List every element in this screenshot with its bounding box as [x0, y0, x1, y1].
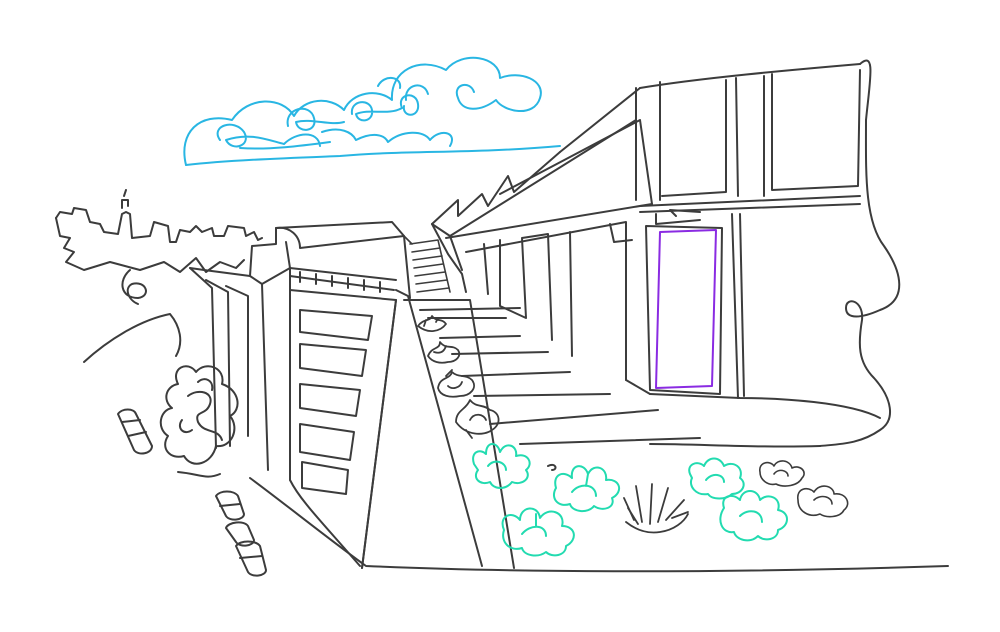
walkway: [361, 289, 701, 569]
distant-skyline: [55, 189, 263, 363]
window-slot: [299, 423, 355, 461]
shrub: [159, 365, 239, 465]
ground: [177, 471, 949, 573]
left-building: [189, 221, 411, 481]
window-slot: [299, 343, 367, 377]
door-panel: [655, 229, 717, 389]
window-slot: [301, 461, 349, 495]
right-building: [431, 59, 901, 448]
bollards: [117, 408, 267, 577]
succulents-dark: [417, 315, 500, 439]
staircase: [403, 235, 451, 293]
cloud: [183, 56, 561, 166]
window-slot: [299, 383, 361, 417]
window-slot: [299, 309, 373, 341]
agave-plant: [623, 483, 689, 534]
succulents-teal: [472, 443, 788, 557]
flower-plant: [759, 460, 849, 518]
